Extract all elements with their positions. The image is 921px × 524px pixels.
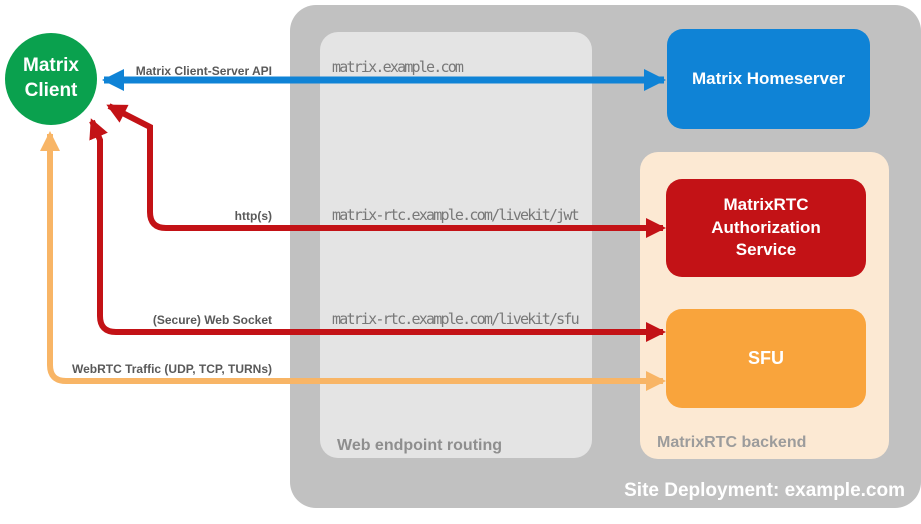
site-deployment-label: Site Deployment: example.com xyxy=(624,480,905,501)
matrix-client-node: Matrix Client xyxy=(5,33,97,125)
auth-service-label-line3: Service xyxy=(735,240,797,260)
sfu-label: SFU xyxy=(748,348,784,368)
auth-service-label-line1: MatrixRTC xyxy=(723,194,809,214)
web-endpoint-routing-label: Web endpoint routing xyxy=(337,437,503,454)
livekit-sfu-route-url: matrix-rtc.example.com/livekit/sfu xyxy=(332,310,580,328)
sfu-node: SFU xyxy=(666,309,866,408)
matrix-homeserver-node: Matrix Homeserver xyxy=(667,29,870,129)
https-edge-label: http(s) xyxy=(234,209,272,223)
matrix-client-label-line1: Matrix xyxy=(23,55,79,77)
web-socket-edge-label: (Secure) Web Socket xyxy=(152,313,272,327)
client-server-api-edge-label: Matrix Client-Server API xyxy=(135,64,272,78)
matrix-homeserver-label: Matrix Homeserver xyxy=(691,69,846,88)
homeserver-route-url: matrix.example.com xyxy=(332,58,464,76)
matrixrtc-backend-label: MatrixRTC backend xyxy=(657,434,807,451)
web-endpoint-routing-container xyxy=(320,32,592,458)
matrix-client-label-line2: Client xyxy=(24,80,78,101)
webrtc-traffic-edge-label: WebRTC Traffic (UDP, TCP, TURNs) xyxy=(71,362,272,376)
auth-service-label-line2: Authorization xyxy=(711,217,821,237)
livekit-jwt-route-url: matrix-rtc.example.com/livekit/jwt xyxy=(332,206,580,224)
matrixrtc-auth-service-node: MatrixRTC Authorization Service xyxy=(666,179,866,277)
